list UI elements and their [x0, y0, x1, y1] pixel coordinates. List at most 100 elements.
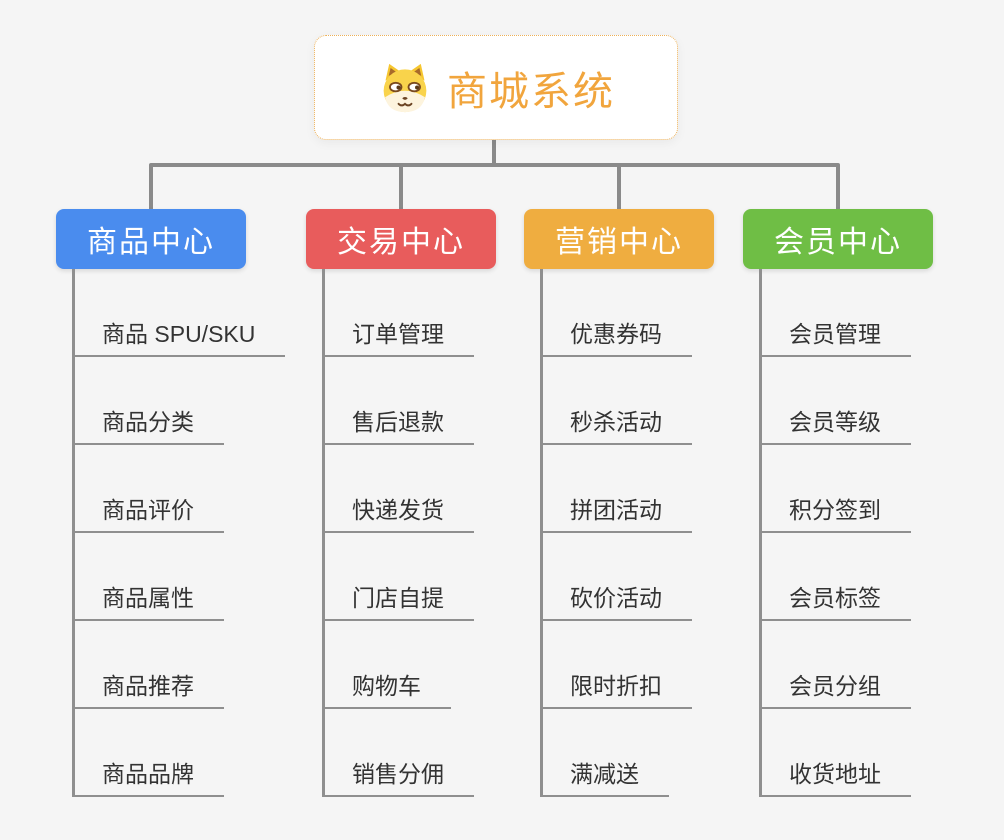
mindmap-node-label: 会员标签 — [789, 585, 881, 611]
branch-label: 营销中心 — [555, 226, 683, 259]
branch-items: 会员管理 会员等级 积分签到 会员标签 会员分组 — [759, 269, 933, 797]
mindmap-node[interactable]: 快递发货 — [322, 491, 474, 533]
mindmap-node-label: 商品品牌 — [102, 761, 194, 787]
branch-label: 会员中心 — [774, 226, 902, 259]
mindmap-node-label: 收货地址 — [789, 761, 881, 787]
branch: 交易中心 订单管理 售后退款 快递发货 门店自提 — [306, 209, 496, 797]
mindmap-node[interactable]: 商品属性 — [72, 579, 224, 621]
mindmap-node-label: 会员分组 — [789, 673, 881, 699]
item-row: 拼团活动 — [540, 445, 714, 533]
item-row: 会员等级 — [759, 357, 933, 445]
mindmap-node[interactable]: 商品推荐 — [72, 667, 224, 709]
dog-face-icon — [383, 63, 427, 112]
branch-header-button[interactable]: 交易中心 — [306, 209, 496, 269]
mindmap-node[interactable]: 商品 SPU/SKU — [72, 315, 286, 357]
item-row: 会员管理 — [759, 269, 933, 357]
item-row: 售后退款 — [322, 357, 496, 445]
branch: 营销中心 优惠券码 秒杀活动 拼团活动 砍价活动 — [524, 209, 714, 797]
connector-drop-2 — [399, 165, 403, 210]
root-node[interactable]: 商城系统 — [314, 35, 678, 140]
mindmap-node[interactable]: 积分签到 — [759, 491, 911, 533]
mindmap-node[interactable]: 砍价活动 — [540, 579, 692, 621]
branch-items: 商品 SPU/SKU 商品分类 商品评价 商品属性 商品推荐 — [72, 269, 286, 797]
item-row: 会员标签 — [759, 533, 933, 621]
item-row: 快递发货 — [322, 445, 496, 533]
mindmap-node[interactable]: 会员标签 — [759, 579, 911, 621]
mindmap-node[interactable]: 限时折扣 — [540, 667, 692, 709]
branch-connector-line — [540, 269, 543, 797]
connector-trunk-line — [149, 163, 840, 167]
mindmap-node-label: 限时折扣 — [570, 673, 662, 699]
item-row: 商品推荐 — [72, 621, 246, 709]
mindmap-node[interactable]: 商品品牌 — [72, 755, 224, 797]
branch-header-button[interactable]: 会员中心 — [743, 209, 933, 269]
branch-label: 商品中心 — [87, 226, 215, 259]
item-row: 商品属性 — [72, 533, 246, 621]
mindmap-node[interactable]: 商品分类 — [72, 403, 224, 445]
mindmap-node[interactable]: 售后退款 — [322, 403, 474, 445]
mindmap-node[interactable]: 收货地址 — [759, 755, 911, 797]
item-row: 销售分佣 — [322, 709, 496, 797]
mindmap-node-label: 满减送 — [570, 761, 639, 787]
item-row: 商品分类 — [72, 357, 246, 445]
branch: 会员中心 会员管理 会员等级 积分签到 会员标签 — [743, 209, 933, 797]
branch-label: 交易中心 — [337, 226, 465, 259]
mindmap-node[interactable]: 满减送 — [540, 755, 669, 797]
mindmap-node-label: 砍价活动 — [570, 585, 662, 611]
branch-header-button[interactable]: 商品中心 — [56, 209, 246, 269]
root-title: 商城系统 — [447, 69, 615, 114]
mindmap-node-label: 商品 SPU/SKU — [102, 321, 256, 347]
mindmap-node-label: 门店自提 — [352, 585, 444, 611]
mindmap-node[interactable]: 秒杀活动 — [540, 403, 692, 445]
item-row: 收货地址 — [759, 709, 933, 797]
mindmap-node-label: 商品属性 — [102, 585, 194, 611]
item-row: 秒杀活动 — [540, 357, 714, 445]
mindmap-node-label: 售后退款 — [352, 409, 444, 435]
mindmap-node-label: 拼团活动 — [570, 497, 662, 523]
item-row: 购物车 — [322, 621, 496, 709]
mindmap-node-label: 积分签到 — [789, 497, 881, 523]
item-row: 商品 SPU/SKU — [72, 269, 286, 357]
item-row: 限时折扣 — [540, 621, 714, 709]
branch: 商品中心 商品 SPU/SKU 商品分类 商品评价 商品属性 — [56, 209, 286, 797]
mindmap-node-label: 快递发货 — [352, 497, 444, 523]
mindmap-node[interactable]: 优惠券码 — [540, 315, 692, 357]
mindmap-node[interactable]: 订单管理 — [322, 315, 474, 357]
mindmap-node-label: 销售分佣 — [352, 761, 444, 787]
mindmap-node[interactable]: 会员分组 — [759, 667, 911, 709]
mindmap-node-label: 商品评价 — [102, 497, 194, 523]
mindmap-node[interactable]: 购物车 — [322, 667, 451, 709]
mindmap-node-label: 会员等级 — [789, 409, 881, 435]
mindmap-node[interactable]: 会员等级 — [759, 403, 911, 445]
mindmap-node[interactable]: 商品评价 — [72, 491, 224, 533]
item-row: 积分签到 — [759, 445, 933, 533]
mindmap-node-label: 购物车 — [352, 673, 421, 699]
mindmap-node-label: 优惠券码 — [570, 321, 662, 347]
mindmap-node[interactable]: 会员管理 — [759, 315, 911, 357]
connector-drop-4 — [836, 165, 840, 210]
mindmap-node-label: 商品推荐 — [102, 673, 194, 699]
mindmap-node[interactable]: 拼团活动 — [540, 491, 692, 533]
item-row: 商品品牌 — [72, 709, 246, 797]
item-row: 商品评价 — [72, 445, 246, 533]
branch-connector-line — [759, 269, 762, 797]
mindmap-node[interactable]: 销售分佣 — [322, 755, 474, 797]
branch-connector-line — [72, 269, 75, 797]
mindmap-node-label: 会员管理 — [789, 321, 881, 347]
mindmap-node[interactable]: 门店自提 — [322, 579, 474, 621]
connector-drop-1 — [149, 165, 153, 210]
item-row: 门店自提 — [322, 533, 496, 621]
connector-drop-3 — [617, 165, 621, 210]
branch-items: 订单管理 售后退款 快递发货 门店自提 购物车 销 — [322, 269, 496, 797]
branch-items: 优惠券码 秒杀活动 拼团活动 砍价活动 限时折扣 — [540, 269, 714, 797]
branch-connector-line — [322, 269, 325, 797]
mindmap-node-label: 订单管理 — [352, 321, 444, 347]
mindmap-node-label: 秒杀活动 — [570, 409, 662, 435]
item-row: 会员分组 — [759, 621, 933, 709]
item-row: 砍价活动 — [540, 533, 714, 621]
branch-header-button[interactable]: 营销中心 — [524, 209, 714, 269]
item-row: 满减送 — [540, 709, 714, 797]
connector-root-stub — [492, 140, 496, 166]
mindmap-node-label: 商品分类 — [102, 409, 194, 435]
